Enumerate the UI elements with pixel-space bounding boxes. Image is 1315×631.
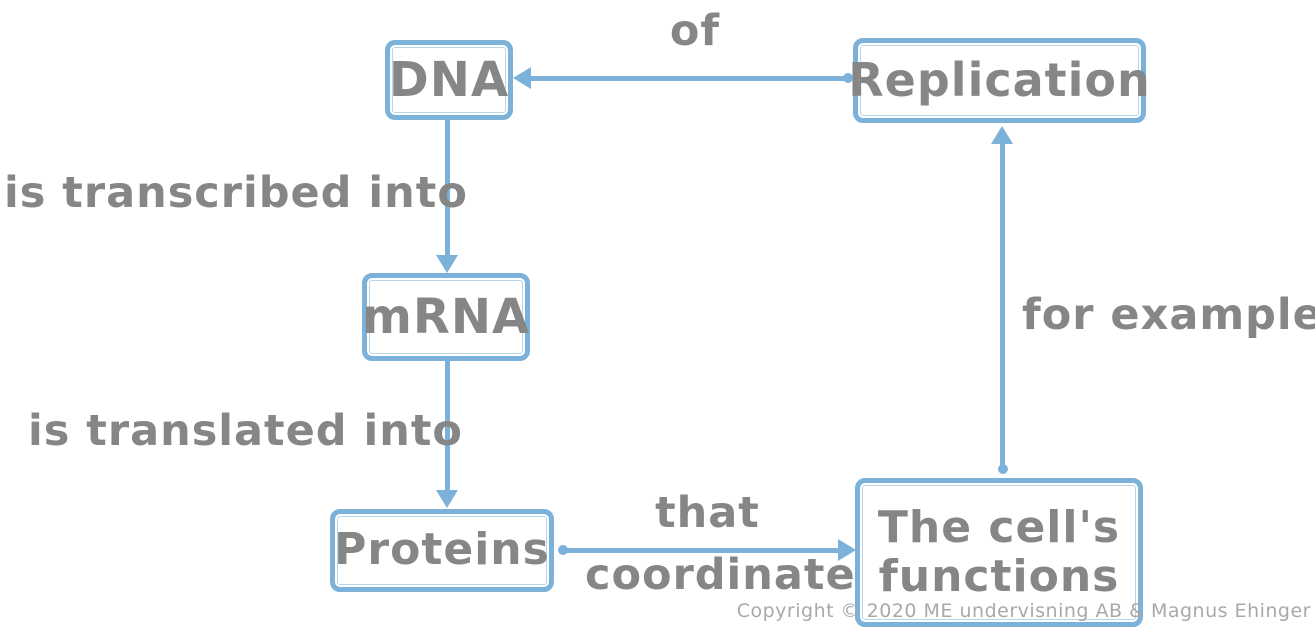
arrowhead-left-icon — [513, 67, 531, 89]
edge-start-dot — [998, 464, 1008, 474]
node-dna-label: DNA — [388, 51, 510, 108]
node-dna: DNA — [385, 40, 513, 120]
edge-dna-to-mrna-line — [445, 118, 450, 258]
node-replication-label: Replication — [848, 53, 1151, 108]
copyright-text: Copyright © 2020 ME undervisning AB & Ma… — [736, 600, 1311, 622]
edge-replication-to-dna-line — [528, 76, 850, 81]
edge-label-is-translated-into: is translated into — [28, 406, 463, 456]
node-mrna-label: mRNA — [361, 288, 531, 345]
arrowhead-right-icon — [838, 539, 856, 561]
node-cell-functions-label-line1: The cell's — [877, 502, 1121, 554]
edge-label-of: of — [669, 6, 721, 56]
edge-label-coordinate: coordinate — [585, 550, 856, 600]
edge-start-dot — [558, 545, 568, 555]
node-cell-functions-label-line2: functions — [878, 550, 1120, 602]
arrowhead-up-icon — [991, 126, 1013, 144]
arrowhead-down-icon — [436, 255, 458, 273]
edge-label-that: that — [655, 488, 760, 538]
node-cell-functions: The cell's functions — [855, 478, 1143, 627]
edge-label-for-example: for example — [1022, 290, 1315, 340]
node-proteins-label: Proteins — [334, 524, 550, 576]
edge-start-dot — [843, 73, 853, 83]
arrowhead-down-icon — [436, 490, 458, 508]
node-mrna: mRNA — [362, 273, 530, 361]
node-proteins: Proteins — [330, 509, 554, 592]
edge-mrna-to-proteins-line — [445, 358, 450, 492]
edge-functions-to-replication-line — [1000, 140, 1005, 474]
edge-proteins-to-functions-line — [562, 548, 840, 553]
edge-label-is-transcribed-into: is transcribed into — [4, 168, 468, 218]
node-replication: Replication — [848, 38, 1150, 123]
